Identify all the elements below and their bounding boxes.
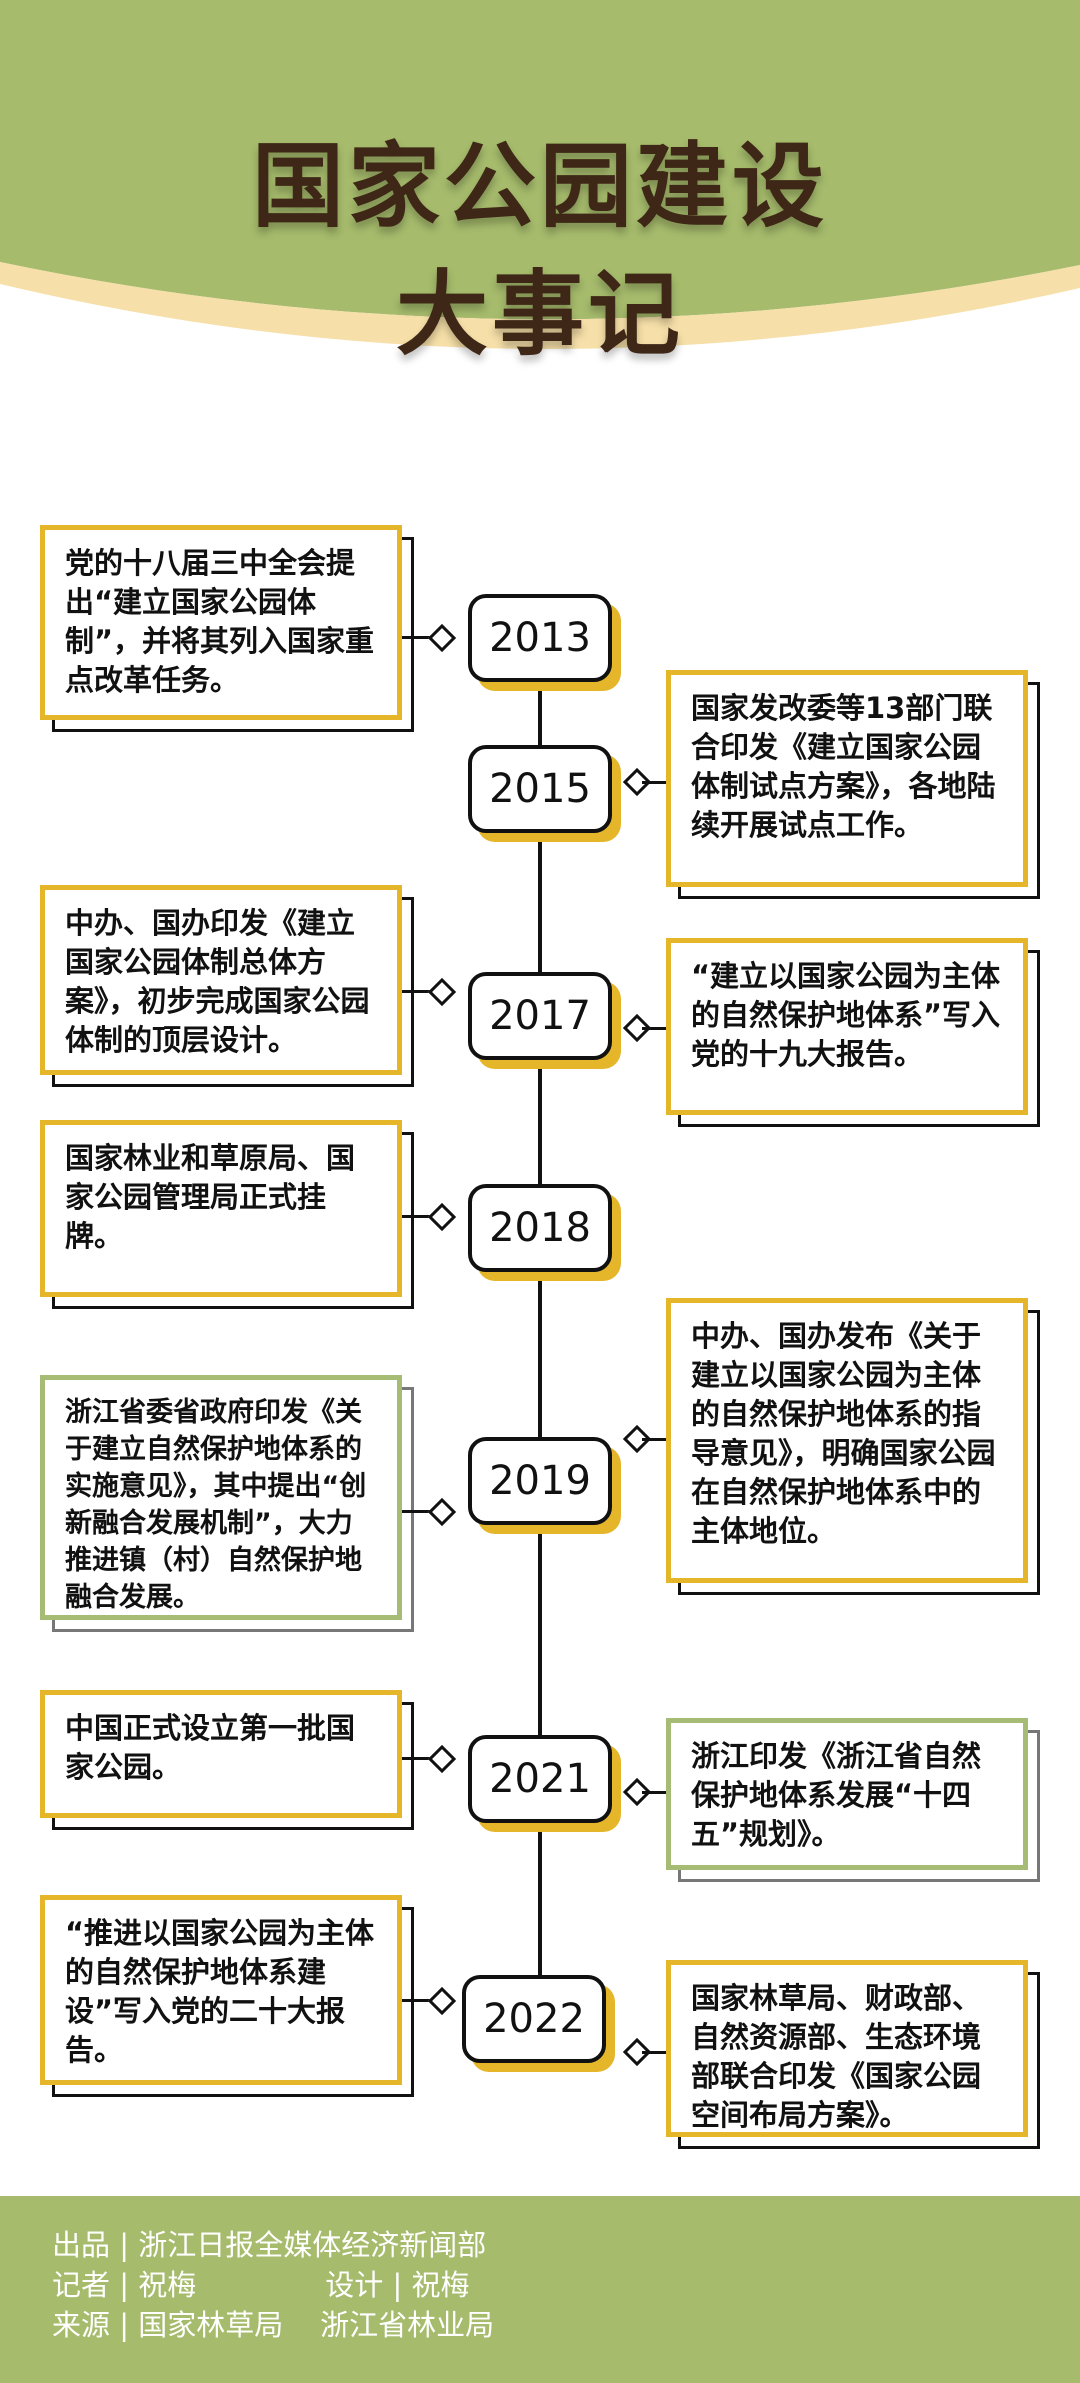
year-badge-2022: 2022: [462, 1975, 606, 2063]
connector: [402, 1215, 438, 1218]
diamond-connector-icon: [427, 1497, 457, 1527]
event-card-2021-left: 中国正式设立第一批国家公园。: [40, 1690, 414, 1830]
page-title-line1: 国家公园建设: [251, 133, 828, 240]
diamond-connector-icon: [427, 977, 457, 1007]
event-text: 国家林草局、财政部、自然资源部、生态环境部联合印发《国家公园空间布局方案》。: [666, 1960, 1028, 2137]
year-badge-2017: 2017: [468, 972, 612, 1060]
diamond-connector-icon: [427, 1744, 457, 1774]
year-badge-2013: 2013: [468, 594, 612, 682]
year-badge-2019: 2019: [468, 1437, 612, 1525]
event-text: 中国正式设立第一批国家公园。: [40, 1690, 402, 1818]
event-text: “建立以国家公园为主体的自然保护地体系”写入党的十九大报告。: [666, 938, 1028, 1115]
event-text: 国家发改委等13部门联合印发《建立国家公园体制试点方案》，各地陆续开展试点工作。: [666, 670, 1028, 887]
footer-reporter-designer: 记者 | 祝梅 设计 | 祝梅: [52, 2268, 470, 2302]
event-text: 中办、国办发布《关于建立以国家公园为主体的自然保护地体系的指导意见》，明确国家公…: [666, 1298, 1028, 1583]
connector: [642, 1791, 666, 1794]
event-card-2013: 党的十八届三中全会提出“建立国家公园体制”，并将其列入国家重点改革任务。: [40, 525, 414, 732]
footer-credits: 出品 | 浙江日报全媒体经济新闻部 记者 | 祝梅 设计 | 祝梅 来源 | 国…: [0, 2196, 1080, 2383]
event-card-2018: 国家林业和草原局、国家公园管理局正式挂牌。: [40, 1120, 414, 1309]
connector: [402, 1999, 438, 2002]
connector: [642, 2051, 666, 2054]
connector: [642, 1027, 666, 1030]
year-badge-2018: 2018: [468, 1184, 612, 1272]
event-card-2015: 国家发改委等13部门联合印发《建立国家公园体制试点方案》，各地陆续开展试点工作。: [666, 670, 1040, 899]
header-banner: 国家公园建设 大事记: [0, 0, 1080, 420]
connector: [402, 1757, 438, 1760]
header-background: [0, 0, 1080, 350]
event-text: 中办、国办印发《建立国家公园体制总体方案》，初步完成国家公园体制的顶层设计。: [40, 885, 402, 1075]
timeline-spine: [538, 640, 542, 2035]
footer-source: 来源 | 国家林草局 浙江省林业局: [52, 2308, 495, 2342]
year-badge-2015: 2015: [468, 745, 612, 833]
connector: [642, 1438, 666, 1441]
event-card-2017-left: 中办、国办印发《建立国家公园体制总体方案》，初步完成国家公园体制的顶层设计。: [40, 885, 414, 1087]
event-text: “推进以国家公园为主体的自然保护地体系建设”写入党的二十大报告。: [40, 1895, 402, 2085]
connector: [402, 990, 438, 993]
event-card-2017-right: “建立以国家公园为主体的自然保护地体系”写入党的十九大报告。: [666, 938, 1040, 1127]
page-title-line2: 大事记: [395, 261, 684, 368]
event-text: 党的十八届三中全会提出“建立国家公园体制”，并将其列入国家重点改革任务。: [40, 525, 402, 720]
diamond-connector-icon: [427, 1202, 457, 1232]
event-text: 国家林业和草原局、国家公园管理局正式挂牌。: [40, 1120, 402, 1297]
diamond-connector-icon: [427, 1986, 457, 2016]
connector: [402, 636, 438, 639]
event-card-2021-right: 浙江印发《浙江省自然保护地体系发展“十四五”规划》。: [666, 1718, 1040, 1882]
event-text: 浙江省委省政府印发《关于建立自然保护地体系的实施意见》，其中提出“创新融合发展机…: [40, 1375, 402, 1620]
footer-producer: 出品 | 浙江日报全媒体经济新闻部: [52, 2228, 487, 2262]
connector: [402, 1510, 438, 1513]
event-card-2022-left: “推进以国家公园为主体的自然保护地体系建设”写入党的二十大报告。: [40, 1895, 414, 2097]
connector: [642, 781, 666, 784]
diamond-connector-icon: [427, 623, 457, 653]
event-text: 浙江印发《浙江省自然保护地体系发展“十四五”规划》。: [666, 1718, 1028, 1870]
event-card-2019-left: 浙江省委省政府印发《关于建立自然保护地体系的实施意见》，其中提出“创新融合发展机…: [40, 1375, 414, 1632]
event-card-2019-right: 中办、国办发布《关于建立以国家公园为主体的自然保护地体系的指导意见》，明确国家公…: [666, 1298, 1040, 1595]
year-badge-2021: 2021: [468, 1735, 612, 1823]
event-card-2022-right: 国家林草局、财政部、自然资源部、生态环境部联合印发《国家公园空间布局方案》。: [666, 1960, 1040, 2149]
